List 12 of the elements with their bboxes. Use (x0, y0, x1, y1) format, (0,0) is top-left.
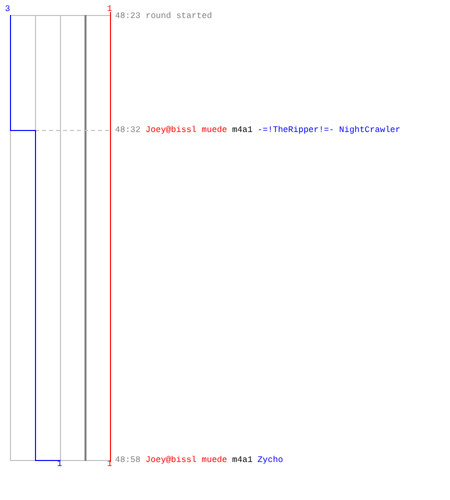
weapon-name: m4a1 (232, 125, 253, 135)
event-text: 48:23 round started (115, 11, 212, 21)
weapon-name: m4a1 (232, 455, 253, 465)
timestamp: 48:32 (115, 125, 141, 135)
timestamp: 48:58 (115, 455, 141, 465)
count-number: 1 (107, 459, 112, 469)
count-number: 1 (107, 4, 112, 14)
killer-name: Joey@bissl muede (146, 125, 228, 135)
victim-name: -=!TheRipper!=- NightCrawler (258, 125, 400, 135)
count-number: 3 (5, 4, 10, 14)
killer-name: Joey@bissl muede (146, 455, 228, 465)
victim-name: Zycho (258, 455, 284, 465)
